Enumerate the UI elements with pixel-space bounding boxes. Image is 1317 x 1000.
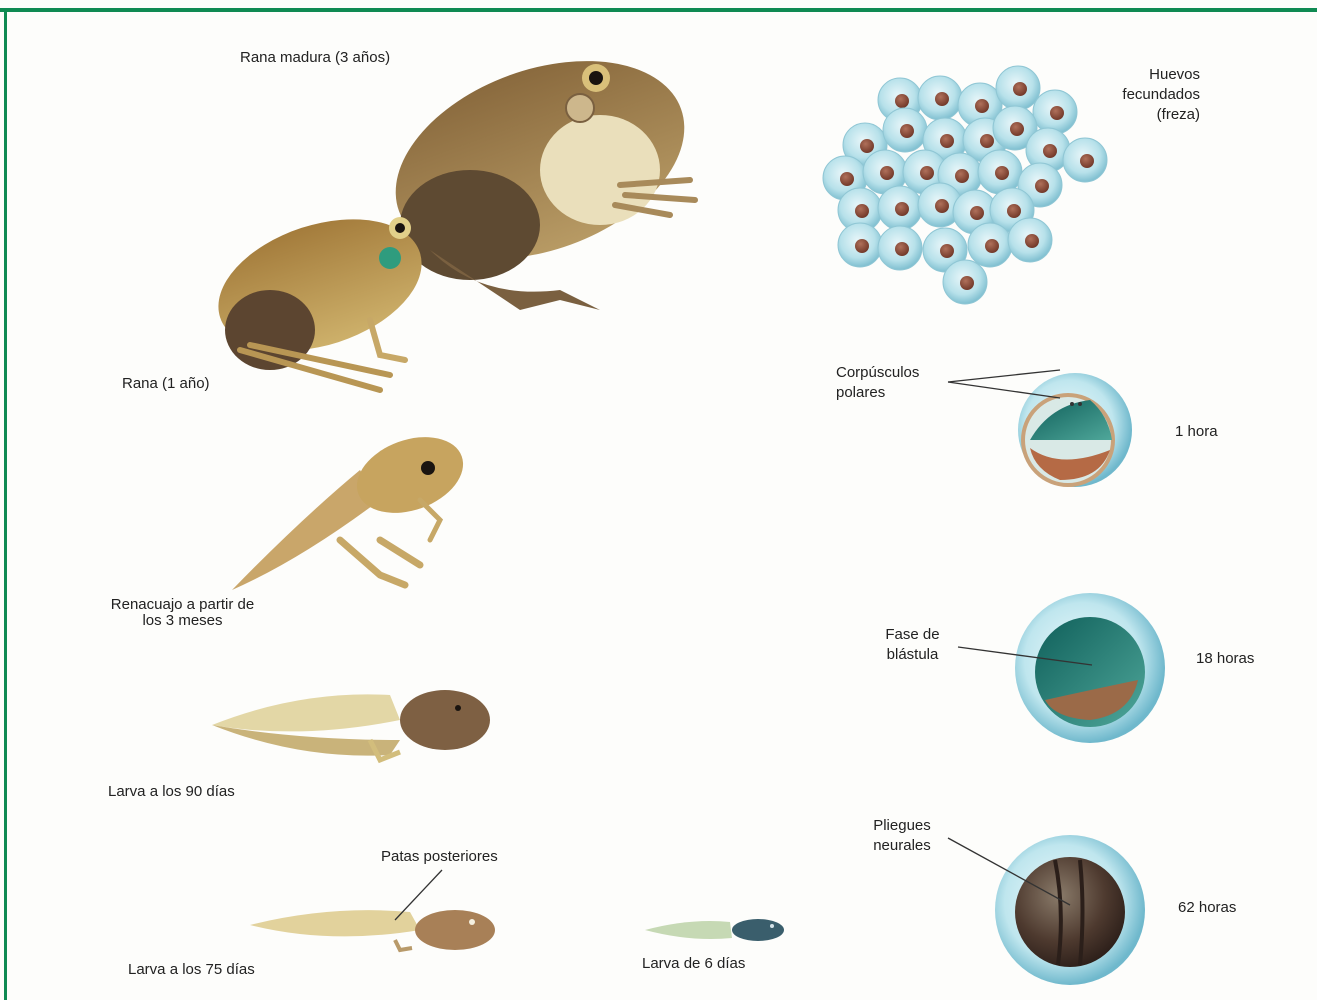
label-mature-frog: Rana madura (3 años) bbox=[240, 48, 390, 67]
leader-hind-legs bbox=[395, 870, 442, 920]
egg-yolk bbox=[975, 99, 989, 113]
egg-yolk bbox=[920, 166, 934, 180]
egg-yolk bbox=[955, 169, 969, 183]
label-neural-folds: Pliegues neurales bbox=[862, 816, 942, 856]
label-eggs: Huevos fecundados (freza) bbox=[1080, 65, 1200, 125]
egg-yolk bbox=[1050, 106, 1064, 120]
egg-cluster-illustration bbox=[823, 66, 1107, 304]
egg-yolk bbox=[995, 166, 1009, 180]
egg-yolk bbox=[935, 199, 949, 213]
egg-yolk bbox=[940, 244, 954, 258]
leader-lines bbox=[395, 370, 1092, 920]
egg-yolk bbox=[840, 172, 854, 186]
label-larva-75: Larva a los 75 días bbox=[128, 960, 255, 979]
egg-1h-illustration bbox=[1018, 373, 1132, 487]
egg-yolk bbox=[1025, 234, 1039, 248]
label-time-18h: 18 horas bbox=[1196, 649, 1254, 668]
label-blastula: Fase de blástula bbox=[870, 625, 955, 665]
egg-yolk bbox=[1010, 122, 1024, 136]
egg-yolk bbox=[1007, 204, 1021, 218]
label-larva-90: Larva a los 90 días bbox=[108, 782, 235, 801]
egg-yolk bbox=[1080, 154, 1094, 168]
larva-6-illustration bbox=[645, 919, 784, 941]
egg-18h-illustration bbox=[1015, 593, 1165, 743]
egg-yolk bbox=[1035, 179, 1049, 193]
egg-yolk bbox=[895, 94, 909, 108]
egg-yolk bbox=[960, 276, 974, 290]
egg-yolk bbox=[940, 134, 954, 148]
egg-yolk bbox=[980, 134, 994, 148]
label-time-62h: 62 horas bbox=[1178, 898, 1236, 917]
egg-yolk bbox=[855, 239, 869, 253]
egg-yolk bbox=[895, 242, 909, 256]
label-polar-bodies: Corpúsculos polares bbox=[836, 363, 919, 403]
egg-yolk bbox=[970, 206, 984, 220]
label-time-1h: 1 hora bbox=[1175, 422, 1218, 441]
larva-75-illustration bbox=[250, 910, 495, 950]
larva-90-illustration bbox=[212, 690, 490, 760]
egg-62h-illustration bbox=[995, 835, 1145, 985]
egg-yolk bbox=[900, 124, 914, 138]
tadpole-3m-illustration bbox=[232, 423, 474, 590]
egg-yolk bbox=[855, 204, 869, 218]
leader-polar-bodies-1 bbox=[948, 370, 1060, 382]
label-frog-1yr: Rana (1 año) bbox=[122, 374, 210, 393]
egg-yolk bbox=[895, 202, 909, 216]
egg-yolk bbox=[1013, 82, 1027, 96]
egg-yolk bbox=[860, 139, 874, 153]
egg-yolk bbox=[1043, 144, 1057, 158]
label-tadpole-3m: Renacuajo a partir de los 3 meses bbox=[90, 597, 275, 629]
egg-yolk bbox=[880, 166, 894, 180]
egg-yolk bbox=[935, 92, 949, 106]
label-larva-6: Larva de 6 días bbox=[642, 954, 745, 973]
frog-1yr-illustration bbox=[202, 195, 439, 390]
label-hind-legs: Patas posteriores bbox=[381, 847, 498, 866]
egg-yolk bbox=[985, 239, 999, 253]
